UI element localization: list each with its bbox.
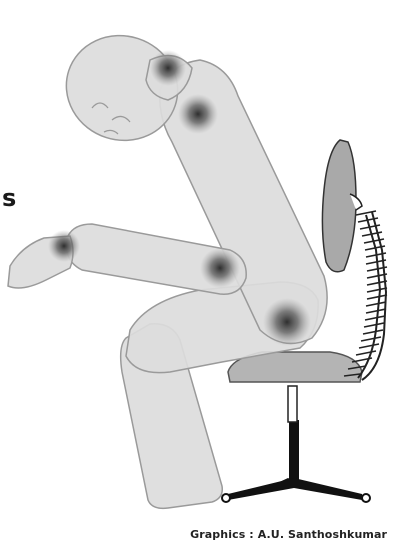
seated-figure	[8, 21, 327, 508]
cropped-heading-letter: s	[2, 186, 16, 210]
pain-point-shoulder	[178, 94, 218, 134]
chair-base	[222, 420, 370, 502]
pain-point-lower-back	[263, 298, 311, 346]
chair-post	[288, 386, 297, 422]
pain-point-neck	[150, 50, 186, 86]
graphics-credit: Graphics : A.U. Santhoshkumar	[190, 528, 387, 541]
pain-point-elbow	[200, 248, 240, 288]
chair-backrest	[322, 140, 356, 272]
pain-point-hand	[48, 230, 80, 262]
